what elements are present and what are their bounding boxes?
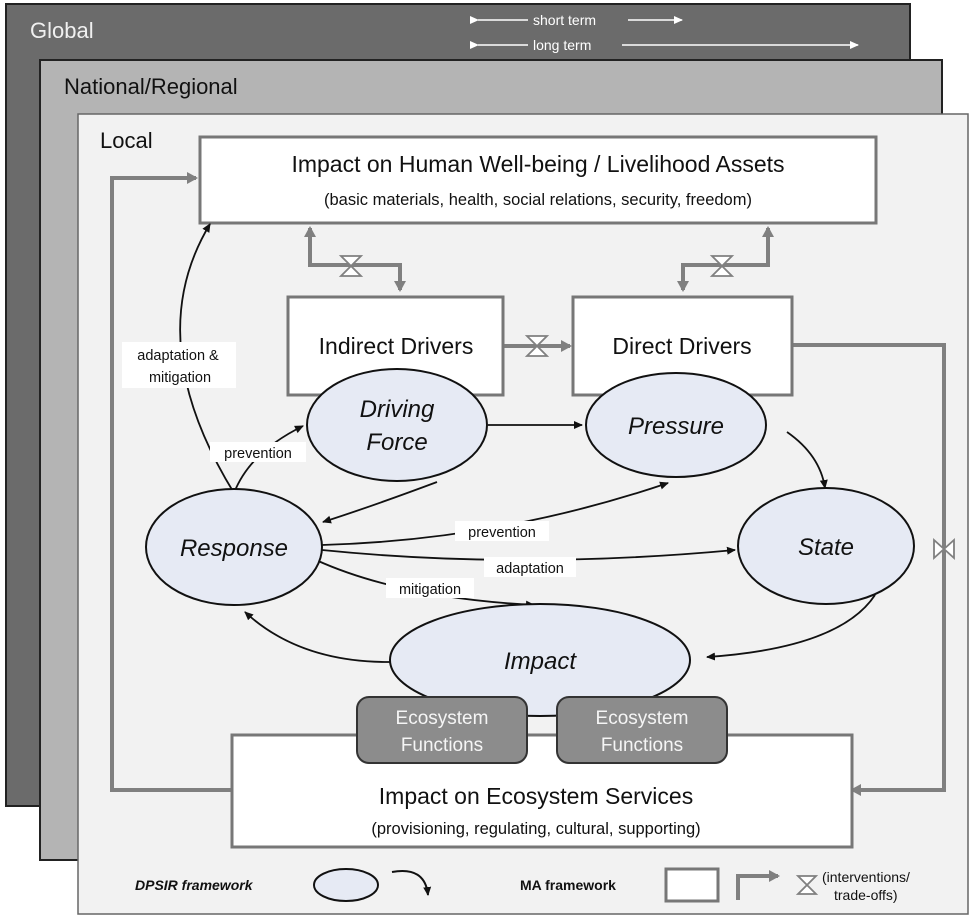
local-label: Local: [100, 128, 153, 153]
indirect-drivers-label: Indirect Drivers: [319, 333, 474, 359]
state-node: [737, 487, 915, 605]
legend-tradeoff-icon: [795, 875, 819, 895]
wellbeing-box: [198, 135, 878, 225]
wellbeing-title: Impact on Human Well-being / Livelihood …: [291, 151, 784, 177]
pressure-label: Pressure: [628, 413, 724, 440]
direct-drivers-label: Direct Drivers: [612, 333, 751, 359]
wellbeing-subtitle: (basic materials, health, social relatio…: [324, 191, 752, 209]
adaptation-mitigation-label-2: mitigation: [149, 370, 211, 386]
legend-dpsir-label: DPSIR framework: [135, 877, 254, 893]
mitigation-label: mitigation: [399, 582, 461, 598]
legend-ma-arrow: [736, 870, 780, 900]
ecosystem-functions-right-l2: Functions: [601, 735, 683, 756]
response-node: [145, 488, 323, 606]
adaptation-label: adaptation: [496, 561, 564, 577]
timescale-legend: short term long term: [470, 12, 859, 53]
legend: DPSIR framework MA framework (interventi…: [135, 867, 910, 903]
ecosystem-services-title: Impact on Ecosystem Services: [379, 783, 693, 809]
global-label: Global: [30, 18, 94, 43]
adaptation-mitigation-label-1: adaptation &: [137, 348, 219, 364]
ecosystem-services-box: [230, 733, 854, 849]
long-term-label: long term: [533, 37, 591, 53]
legend-interventions-l1: (interventions/: [822, 869, 910, 885]
ecosystem-functions-right: [556, 696, 728, 764]
ecosystem-functions-left-l2: Functions: [401, 735, 483, 756]
prevention-upper-label: prevention: [224, 446, 292, 462]
prevention-lower-label: prevention: [468, 525, 536, 541]
tradeoff-icon: [338, 255, 955, 561]
ecosystem-functions-left-l1: Ecosystem: [396, 708, 489, 729]
legend-interventions-l2: trade-offs): [834, 887, 898, 903]
legend-curve-arrow: [391, 870, 432, 896]
arrow-labels: adaptation & mitigation prevention preve…: [122, 342, 576, 598]
driving-force-label-1: Driving: [360, 396, 435, 423]
ecosystem-functions-right-l1: Ecosystem: [596, 708, 689, 729]
impact-label: Impact: [504, 648, 577, 675]
national-label: National/Regional: [64, 74, 238, 99]
ecosystem-services-subtitle: (provisioning, regulating, cultural, sup…: [371, 820, 700, 838]
ecosystem-functions-left: [356, 696, 528, 764]
short-term-label: short term: [533, 12, 596, 28]
pressure-node: [585, 372, 767, 478]
driving-force-label-2: Force: [366, 429, 427, 456]
driving-force-node: [306, 368, 488, 482]
response-label: Response: [180, 535, 288, 562]
legend-ellipse: [313, 868, 379, 902]
legend-ma-label: MA framework: [520, 877, 616, 893]
state-label: State: [798, 534, 854, 561]
impact-node: [389, 603, 691, 717]
legend-box: [664, 867, 720, 903]
